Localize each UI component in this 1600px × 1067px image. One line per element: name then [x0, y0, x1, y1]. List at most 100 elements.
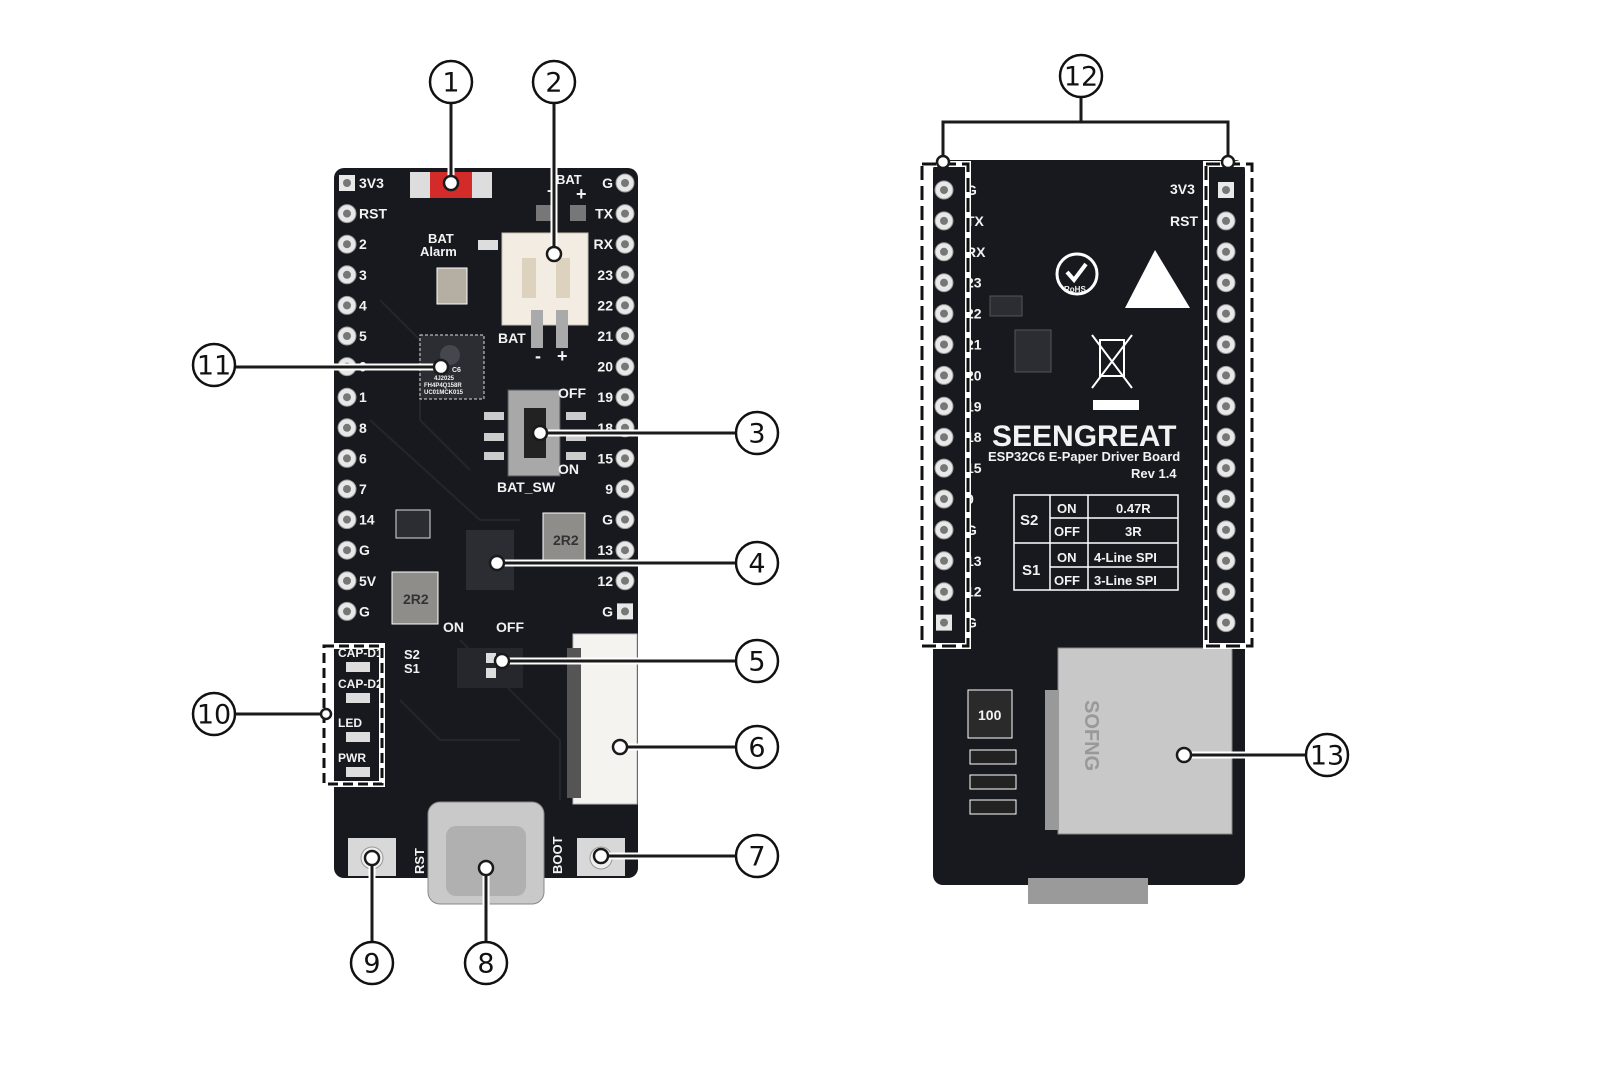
callout-13: 13 — [1304, 732, 1350, 778]
switch-off-label: OFF — [558, 385, 586, 401]
callout-number: 5 — [748, 647, 765, 678]
pin-label: 7 — [359, 481, 367, 497]
pin-hole — [940, 433, 948, 442]
s1-label: S1 — [404, 661, 420, 676]
cap-d2-label: CAP-D2 — [338, 677, 383, 691]
inductor-back: 100 — [967, 689, 1013, 739]
table-cell: 3-Line SPI — [1094, 573, 1157, 588]
callout-number: 13 — [1310, 741, 1344, 772]
pwr-label: PWR — [338, 751, 366, 765]
dip-switch[interactable] — [457, 648, 523, 688]
led-label: LED — [338, 716, 362, 730]
pin-label: RX — [966, 244, 986, 260]
callout-number: 2 — [545, 68, 562, 99]
pin-label: 22 — [597, 297, 613, 313]
rohs-text: RoHS — [1064, 285, 1086, 294]
dip-on-label: ON — [443, 619, 464, 635]
bat-sw-label: BAT_SW — [497, 479, 556, 495]
pin-label: RX — [594, 236, 614, 252]
bat-connector-label: BAT — [498, 330, 526, 346]
pin-hole — [1222, 587, 1230, 596]
pin-hole — [1222, 371, 1230, 380]
pin-hole — [1222, 278, 1230, 287]
battery-connector — [501, 232, 589, 348]
battery-switch[interactable] — [483, 389, 593, 477]
regulator — [395, 509, 431, 539]
rohs-logo: RoHS — [1055, 252, 1099, 296]
callout-number: 3 — [748, 419, 765, 450]
pin-hole — [621, 209, 629, 218]
pin-label: 8 — [359, 420, 367, 436]
pin-hole — [343, 423, 351, 432]
pin-hole — [940, 464, 948, 473]
pin-hole — [940, 340, 948, 349]
pin-hole — [621, 546, 629, 555]
callout-9: 9 — [349, 940, 395, 986]
inductor-label: 2R2 — [403, 591, 429, 607]
pin-hole — [940, 371, 948, 380]
pin-label: RST — [359, 206, 387, 222]
callout-12: 12 — [1058, 53, 1104, 99]
weee-bin-icon — [1091, 334, 1133, 389]
callout-number: 12 — [1064, 62, 1098, 93]
pin-hole — [621, 332, 629, 340]
callout-10: 10 — [191, 691, 237, 737]
pin-label-3v3: 3V3 — [1170, 181, 1195, 197]
pin-label: 1 — [359, 389, 367, 405]
pin-hole — [940, 247, 948, 256]
pin-hole — [1222, 247, 1230, 256]
pin-label: G — [359, 542, 370, 558]
table-cell: 3R — [1125, 524, 1142, 539]
pin-hole — [343, 393, 351, 402]
callout-number: 10 — [197, 700, 231, 731]
callout-11: 11 — [191, 342, 237, 388]
pin-label: G — [602, 512, 613, 528]
callout-number: 1 — [442, 68, 459, 99]
pin-label: 13 — [597, 542, 613, 558]
pin-hole — [343, 576, 351, 585]
table-cell: 4-Line SPI — [1094, 550, 1157, 565]
pin-hole — [1222, 433, 1230, 442]
pin-hole — [1222, 525, 1230, 534]
pin-label: TX — [595, 206, 614, 222]
callout-3: 3 — [734, 410, 780, 456]
pin-hole — [621, 454, 629, 463]
pin-hole — [343, 454, 351, 463]
table-cell: ON — [1057, 550, 1077, 565]
switch-on-label: ON — [558, 461, 579, 477]
dip-off-label: OFF — [496, 619, 524, 635]
pin-hole — [940, 618, 948, 627]
callout-leaders — [235, 98, 1305, 942]
pin-hole — [343, 209, 351, 218]
table-s2: S2 — [1020, 512, 1038, 529]
chip-marking: FH4P4Q158R — [424, 383, 462, 389]
esd-warning-icon — [1125, 250, 1190, 308]
pin-label: 3 — [359, 267, 367, 283]
pin-label: 15 — [597, 450, 613, 466]
bat-minus-label: - — [547, 182, 552, 199]
pin-label: 20 — [597, 359, 613, 375]
pin-label: 4 — [359, 297, 367, 313]
pin-hole — [1222, 186, 1230, 194]
switch-config-table — [1013, 494, 1179, 591]
pin-label-rst: RST — [1170, 213, 1198, 229]
pin-hole — [940, 278, 948, 287]
micro-sd-card-slot[interactable]: SOFNG — [1045, 647, 1233, 835]
crystal — [436, 267, 468, 305]
pin-hole — [343, 270, 351, 279]
callout-1: 1 — [428, 59, 474, 105]
table-cell: 0.47R — [1116, 501, 1151, 516]
pin-label: 2 — [359, 236, 367, 252]
callout-number: 9 — [363, 949, 380, 980]
pin-hole — [343, 607, 351, 616]
bat-alarm-label-2: Alarm — [420, 244, 457, 259]
callout-2: 2 — [531, 59, 577, 105]
pin-hole — [621, 240, 629, 249]
pin-hole — [621, 179, 629, 187]
usb-c-port-back — [1028, 878, 1148, 904]
callout-4: 4 — [734, 540, 780, 586]
pin-hole — [1222, 495, 1230, 503]
